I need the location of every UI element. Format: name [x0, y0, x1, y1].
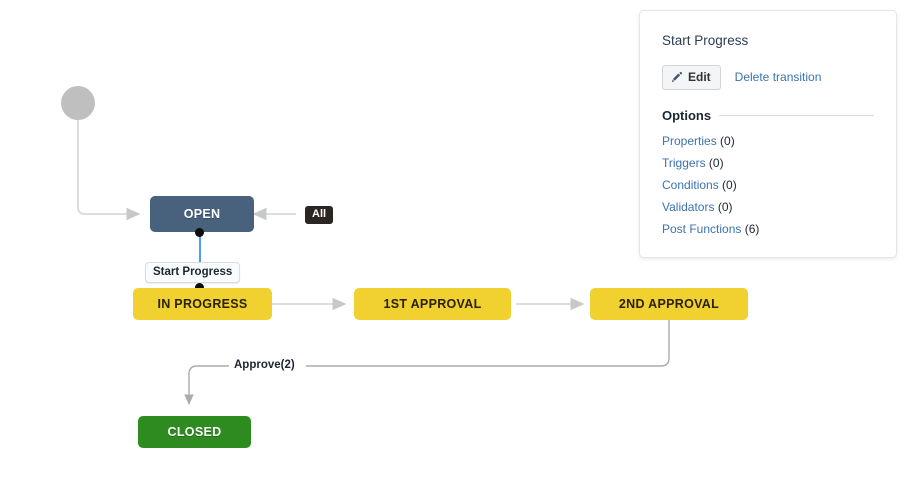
- option-count-properties: (0): [720, 134, 735, 148]
- option-link-conditions[interactable]: Conditions: [662, 178, 719, 192]
- option-count-validators: (0): [717, 200, 733, 214]
- list-item: Triggers (0): [662, 156, 874, 171]
- edit-transition-button[interactable]: Edit: [662, 65, 721, 90]
- panel-actions: Edit Delete transition: [662, 65, 874, 90]
- list-item: Post Functions (6): [662, 222, 874, 237]
- transition-endpoint-dot-source[interactable]: [195, 228, 204, 237]
- options-list: Properties (0) Triggers (0) Conditions (…: [662, 134, 874, 237]
- list-item: Conditions (0): [662, 178, 874, 193]
- transition-endpoint-dot-target[interactable]: [195, 283, 204, 292]
- options-divider: [719, 115, 874, 116]
- transition-details-panel: Start Progress Edit Delete transition Op…: [639, 10, 897, 258]
- edge-2nd-approval-to-closed-tail[interactable]: [184, 365, 229, 406]
- option-count-triggers: (0): [708, 156, 724, 170]
- status-node-closed[interactable]: CLOSED: [138, 416, 251, 448]
- delete-transition-link[interactable]: Delete transition: [734, 70, 822, 84]
- option-count-post-functions: (6): [744, 222, 760, 236]
- option-link-triggers[interactable]: Triggers: [662, 156, 706, 170]
- edge-2nd-approval-to-closed[interactable]: [306, 320, 670, 367]
- option-count-conditions: (0): [722, 178, 737, 192]
- status-node-1st-approval[interactable]: 1ST APPROVAL: [354, 288, 511, 320]
- edge-start-to-open: [77, 120, 141, 221]
- status-node-closed-label: CLOSED: [167, 425, 222, 439]
- list-item: Validators (0): [662, 200, 874, 215]
- option-link-properties[interactable]: Properties: [662, 134, 717, 148]
- status-node-1st-approval-label: 1ST APPROVAL: [383, 297, 482, 311]
- workflow-start-node[interactable]: [61, 86, 95, 120]
- options-section-header: Options: [662, 108, 874, 123]
- status-node-open[interactable]: OPEN: [150, 196, 254, 232]
- list-item: Properties (0): [662, 134, 874, 149]
- status-node-2nd-approval[interactable]: 2ND APPROVAL: [590, 288, 748, 320]
- status-node-in-progress-label: IN PROGRESS: [157, 297, 248, 311]
- panel-title: Start Progress: [662, 33, 749, 48]
- pencil-icon: [671, 71, 683, 83]
- status-node-2nd-approval-label: 2ND APPROVAL: [618, 297, 720, 311]
- transition-label-approve[interactable]: Approve(2): [230, 358, 299, 372]
- transition-badge-all[interactable]: All: [305, 206, 334, 224]
- status-node-open-label: OPEN: [183, 207, 221, 221]
- options-heading: Options: [662, 108, 712, 123]
- transition-label-start-progress[interactable]: Start Progress: [145, 262, 241, 283]
- option-link-validators[interactable]: Validators: [662, 200, 715, 214]
- status-node-in-progress[interactable]: IN PROGRESS: [133, 288, 272, 320]
- option-link-post-functions[interactable]: Post Functions: [662, 222, 742, 236]
- edit-transition-label: Edit: [688, 70, 711, 84]
